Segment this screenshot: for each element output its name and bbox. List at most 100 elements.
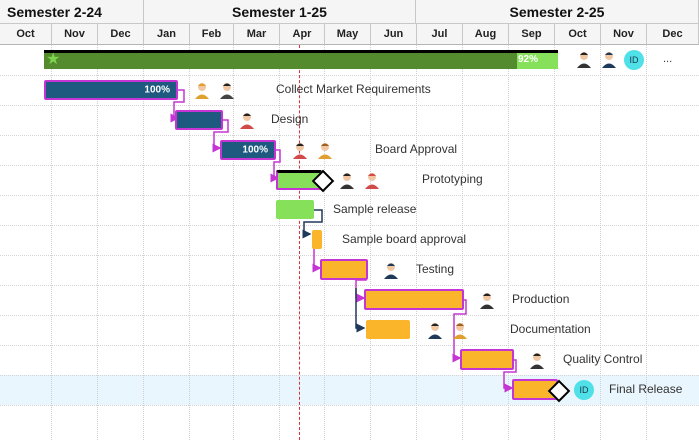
column-divider (324, 45, 325, 440)
task-label: Quality Control (563, 352, 643, 366)
month-header: Apr (280, 24, 325, 45)
task-label: Final Release (609, 382, 683, 396)
column-divider (51, 45, 52, 440)
task-bar[interactable] (175, 110, 223, 130)
avatar-icon (480, 293, 494, 309)
column-divider (554, 45, 555, 440)
semester-label: Semester 2-24 (7, 3, 102, 20)
avatar-icon (530, 353, 544, 369)
month-header: Aug (463, 24, 509, 45)
month-header: Sep (509, 24, 555, 45)
summary-bar-track[interactable]: ★ 92% (44, 50, 558, 69)
task-progress-label: 100% (242, 144, 268, 156)
month-header: Oct (555, 24, 601, 45)
semester-header: Semester 2-24 (0, 0, 144, 24)
avatar-icon (428, 323, 442, 339)
month-header: Mar (234, 24, 280, 45)
avatar-icon (602, 52, 616, 68)
dependency-link (355, 288, 366, 333)
avatar-icon (220, 83, 234, 99)
row-divider (0, 255, 699, 256)
star-icon: ★ (46, 51, 61, 68)
avatar-icon (293, 143, 307, 159)
month-header: Dec (647, 24, 699, 45)
row-divider (0, 75, 699, 76)
month-header: Jul (417, 24, 463, 45)
task-bar[interactable] (366, 320, 410, 339)
task-bar[interactable] (460, 349, 514, 370)
task-label: Board Approval (375, 142, 458, 156)
semester-label: Semester 2-25 (509, 3, 605, 20)
summary-progress-label: 92% (517, 54, 538, 65)
task-bar[interactable] (276, 200, 314, 219)
row-divider (0, 165, 699, 166)
task-label: Production (512, 292, 570, 306)
dependency-link (312, 246, 322, 273)
task-label: Sample board approval (342, 232, 467, 246)
avatar-icon (384, 263, 398, 279)
column-divider (97, 45, 98, 440)
column-divider (143, 45, 144, 440)
avatar-icon (318, 143, 332, 159)
column-divider (646, 45, 647, 440)
dependency-link (212, 119, 229, 153)
avatar-icon (240, 113, 254, 129)
task-bar[interactable]: 100% (220, 140, 276, 160)
more-label[interactable]: ... (663, 53, 673, 65)
dependency-link (270, 149, 281, 183)
semester-header: Semester 2-25 (416, 0, 699, 24)
column-divider (600, 45, 601, 440)
month-header: Jan (144, 24, 190, 45)
task-bar[interactable] (320, 259, 368, 280)
task-label: Prototyping (422, 172, 483, 186)
task-bar[interactable] (364, 289, 464, 310)
dependency-link (302, 209, 323, 239)
row-divider (0, 285, 699, 286)
dependency-link (452, 299, 467, 363)
task-bar[interactable] (312, 230, 322, 249)
task-label: Sample release (333, 202, 417, 216)
avatar-icon (453, 323, 467, 339)
row-divider (0, 225, 699, 226)
row-divider (0, 345, 699, 346)
column-divider (189, 45, 190, 440)
column-divider (508, 45, 509, 440)
dependency-link (503, 359, 517, 393)
avatar-icon (340, 173, 354, 189)
today-line (299, 45, 300, 440)
task-label: Documentation (510, 322, 591, 336)
column-divider (279, 45, 280, 440)
month-header: Nov (52, 24, 98, 45)
avatar-icon (365, 173, 379, 189)
row-divider (0, 375, 699, 376)
column-divider (416, 45, 417, 440)
month-header: Feb (190, 24, 234, 45)
row-divider (0, 135, 699, 136)
row-divider (0, 195, 699, 196)
summary-bar-progress (44, 53, 517, 69)
task-bar[interactable]: 100% (44, 80, 178, 100)
avatar-icon (195, 83, 209, 99)
month-header: Nov (601, 24, 647, 45)
semester-header: Semester 1-25 (144, 0, 416, 24)
task-label: Testing (416, 262, 455, 276)
user-badge: ID (624, 50, 644, 70)
task-label: Design (271, 112, 309, 126)
task-progress-label: 100% (144, 84, 170, 96)
month-header: Oct (0, 24, 52, 45)
row-divider (0, 105, 699, 106)
task-label: Collect Market Requirements (276, 82, 431, 96)
column-divider (233, 45, 234, 440)
dependency-link (170, 89, 185, 123)
user-badge: ID (574, 380, 594, 400)
column-divider (462, 45, 463, 440)
month-header: May (325, 24, 371, 45)
row-divider (0, 405, 699, 406)
month-header: Jun (371, 24, 417, 45)
semester-label: Semester 1-25 (232, 3, 327, 20)
row-divider (0, 315, 699, 316)
month-header: Dec (98, 24, 144, 45)
column-divider (370, 45, 371, 440)
